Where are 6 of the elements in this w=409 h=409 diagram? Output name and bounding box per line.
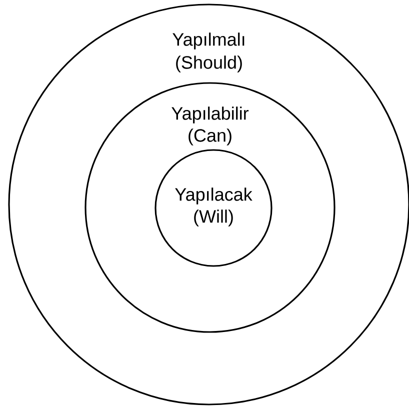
circle-label: Yapılacak xyxy=(175,188,252,204)
circle-label: (Will) xyxy=(194,210,233,226)
circle-label: Yapılabilir xyxy=(172,106,249,124)
circle-label: (Should) xyxy=(176,56,242,72)
circle-label: (Can) xyxy=(188,128,232,146)
circle-label: Yapılmalı xyxy=(172,32,244,50)
